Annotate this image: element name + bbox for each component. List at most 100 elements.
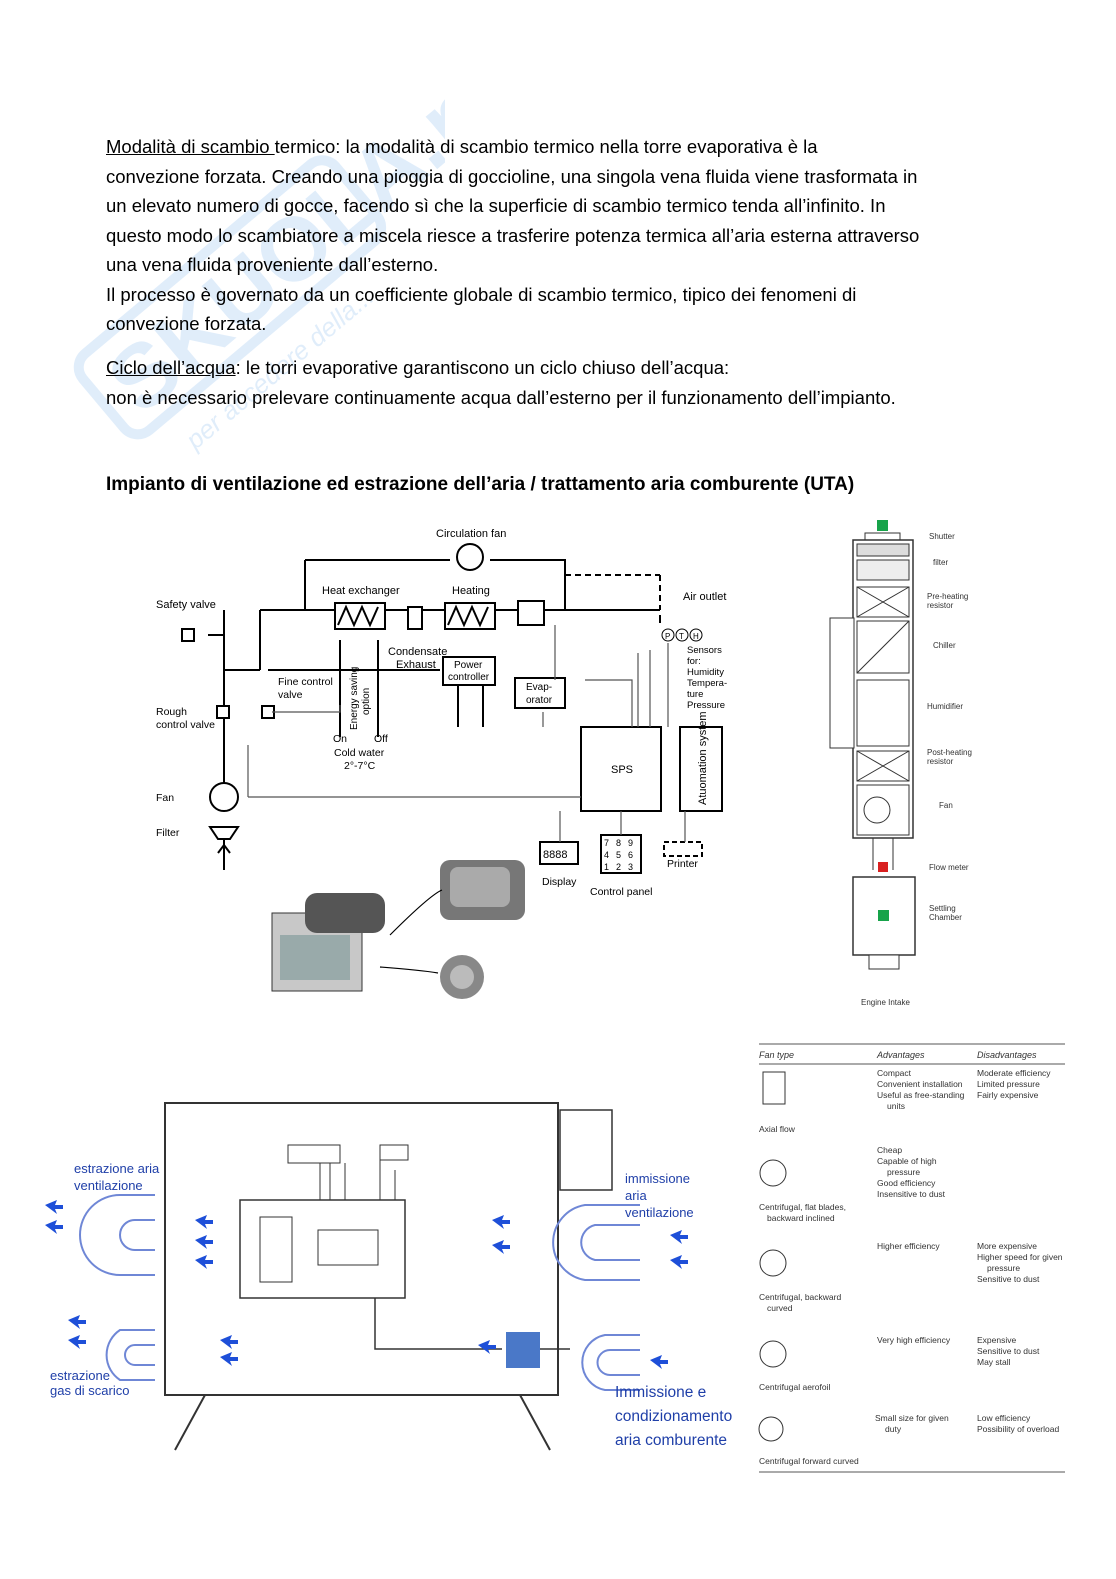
label-energy-saving: Energy saving — [349, 667, 360, 730]
room-label: ventilazione — [625, 1205, 694, 1220]
room-label: estrazione — [50, 1368, 110, 1383]
display-digits: 8888 — [543, 849, 567, 861]
fan-type-table: Fan type Advantages Disadvantages Axial … — [758, 1043, 1065, 1473]
sensor-p-label: P — [665, 632, 670, 641]
keypad: 7 8 9 4 5 6 1 2 3 — [604, 838, 633, 872]
flow-meter-indicator — [878, 862, 888, 872]
label-control-panel: Control panel — [590, 886, 652, 898]
room-label: condizionamento — [615, 1408, 732, 1425]
table-row: Centrifugal, flat blades, backward incli… — [759, 1145, 946, 1223]
humidifier-icon — [517, 600, 545, 626]
label-cold-water: Cold water — [334, 747, 385, 759]
paragraph-label: Ciclo dell’acqua — [106, 357, 236, 378]
label-option: option — [361, 688, 372, 715]
filter-panel-icon — [856, 559, 910, 581]
table-row: Axial flow Compact Convenient installati… — [759, 1068, 1051, 1134]
text-line: convezione forzata. Creando una pioggia … — [106, 165, 918, 187]
label-fan: Fan — [156, 792, 174, 804]
table-cell: curved — [767, 1303, 793, 1313]
sensor-text: for: — [687, 656, 701, 667]
table-cell: backward inclined — [767, 1213, 835, 1223]
label-valve: valve — [278, 689, 303, 701]
printer-box — [663, 841, 703, 857]
paragraph-heat-exchange: Modalità di scambio termico: la modalità… — [106, 132, 1026, 339]
label-on: On — [333, 733, 347, 745]
axial-fan-icon — [762, 1071, 786, 1105]
air-handler-photo — [271, 893, 385, 992]
room-label: immissione — [625, 1171, 690, 1186]
side-duct — [829, 617, 855, 749]
heating-icon — [444, 602, 496, 630]
table-cell: duty — [885, 1424, 902, 1434]
room-label: aria comburente — [615, 1432, 727, 1449]
text-line: convezione forzata. — [106, 313, 267, 334]
table-cell: Centrifugal aerofoil — [759, 1382, 830, 1392]
text-line: termico: la modalità di scambio termico … — [274, 136, 818, 157]
text-line: un elevato numero di gocce, facendo sì c… — [106, 195, 886, 216]
uta-label: Engine Intake — [861, 998, 910, 1007]
heat-exchanger-icon — [334, 602, 386, 630]
uta-label: Pre-heating — [927, 592, 968, 601]
evaporator-box — [514, 677, 566, 709]
sensor-text: Sensors — [687, 645, 722, 656]
safety-valve-icon — [181, 628, 195, 642]
label-automation: Atuomation system — [697, 711, 709, 805]
room-label: Immissione e — [615, 1384, 706, 1401]
room-labels: estrazione aria ventilazione immissione … — [50, 1161, 694, 1398]
centrifugal-fan-icon — [759, 1159, 787, 1187]
label-heating: Heating — [452, 585, 490, 597]
label-exhaust: Exhaust — [396, 659, 436, 671]
hvac-schematic: Circulation fan Heat exchanger Heating A… — [156, 528, 727, 999]
uta-label: filter — [933, 558, 948, 567]
uta-labels: Shutter filter Pre-heating resistor Chil… — [861, 532, 972, 1007]
table-row: Centrifugal forward curved Small size fo… — [758, 1413, 1059, 1466]
uta-label: Fan — [939, 801, 953, 810]
label-orator: orator — [526, 695, 553, 706]
combustion-air-labels: Immissione e condizionamento aria combur… — [615, 1384, 732, 1449]
circulation-fan-icon — [456, 543, 484, 571]
key: 7 — [604, 838, 609, 848]
section-heading: Impianto di ventilazione ed estrazione d… — [106, 474, 855, 495]
label-printer: Printer — [667, 858, 698, 870]
label-evap: Evap- — [526, 682, 552, 693]
centrifugal-fan-icon — [759, 1340, 787, 1368]
sensor-h-label: H — [693, 632, 699, 641]
table-cell: Small size for given — [875, 1413, 949, 1423]
text-line: questo modo lo scambiatore a miscela rie… — [106, 224, 920, 246]
humidifier-icon — [856, 679, 910, 747]
table-cell: Compact — [877, 1068, 912, 1078]
uta-label: Humidifier — [927, 702, 963, 711]
dyno-block — [259, 1216, 293, 1283]
settling-indicator — [878, 910, 889, 921]
shutter-icon — [864, 532, 901, 541]
label-rough: Rough — [156, 706, 187, 718]
test-cell-room — [164, 1102, 559, 1396]
sensors-list: Sensors for: Humidity Tempera- ture Pres… — [687, 645, 727, 711]
paragraph-label: Modalità di scambio — [106, 136, 275, 157]
table-cell: pressure — [887, 1167, 920, 1177]
text-line: Il processo è governato da un coefficien… — [106, 283, 857, 305]
key: 2 — [616, 862, 621, 872]
control-box-1 — [287, 1144, 341, 1164]
uta-label: Flow meter — [929, 863, 969, 872]
power-controller-box — [442, 656, 496, 686]
centrifugal-fan-icon — [759, 1249, 787, 1277]
table-cell: Axial flow — [759, 1124, 796, 1134]
key: 4 — [604, 850, 609, 860]
sensor-text: Pressure — [687, 700, 725, 711]
table-cell: Moderate efficiency — [977, 1068, 1051, 1078]
room-label: ventilazione — [74, 1178, 143, 1193]
label-condensate: Condensate — [388, 646, 447, 658]
room-label: aria — [625, 1188, 647, 1203]
ducts — [79, 1194, 640, 1391]
shutter-indicator — [877, 520, 888, 531]
watermark-logo: SKUOLA.net per accedere della... — [73, 40, 445, 456]
table-cell: Centrifugal, backward — [759, 1292, 841, 1302]
table-header: Disadvantages — [977, 1050, 1037, 1060]
key: 6 — [628, 850, 633, 860]
uta-label: Shutter — [929, 532, 955, 541]
label-power: Power — [454, 660, 483, 671]
label-off: Off — [374, 733, 388, 745]
engine-photo — [440, 860, 525, 920]
airflow-arrows — [45, 1200, 688, 1369]
